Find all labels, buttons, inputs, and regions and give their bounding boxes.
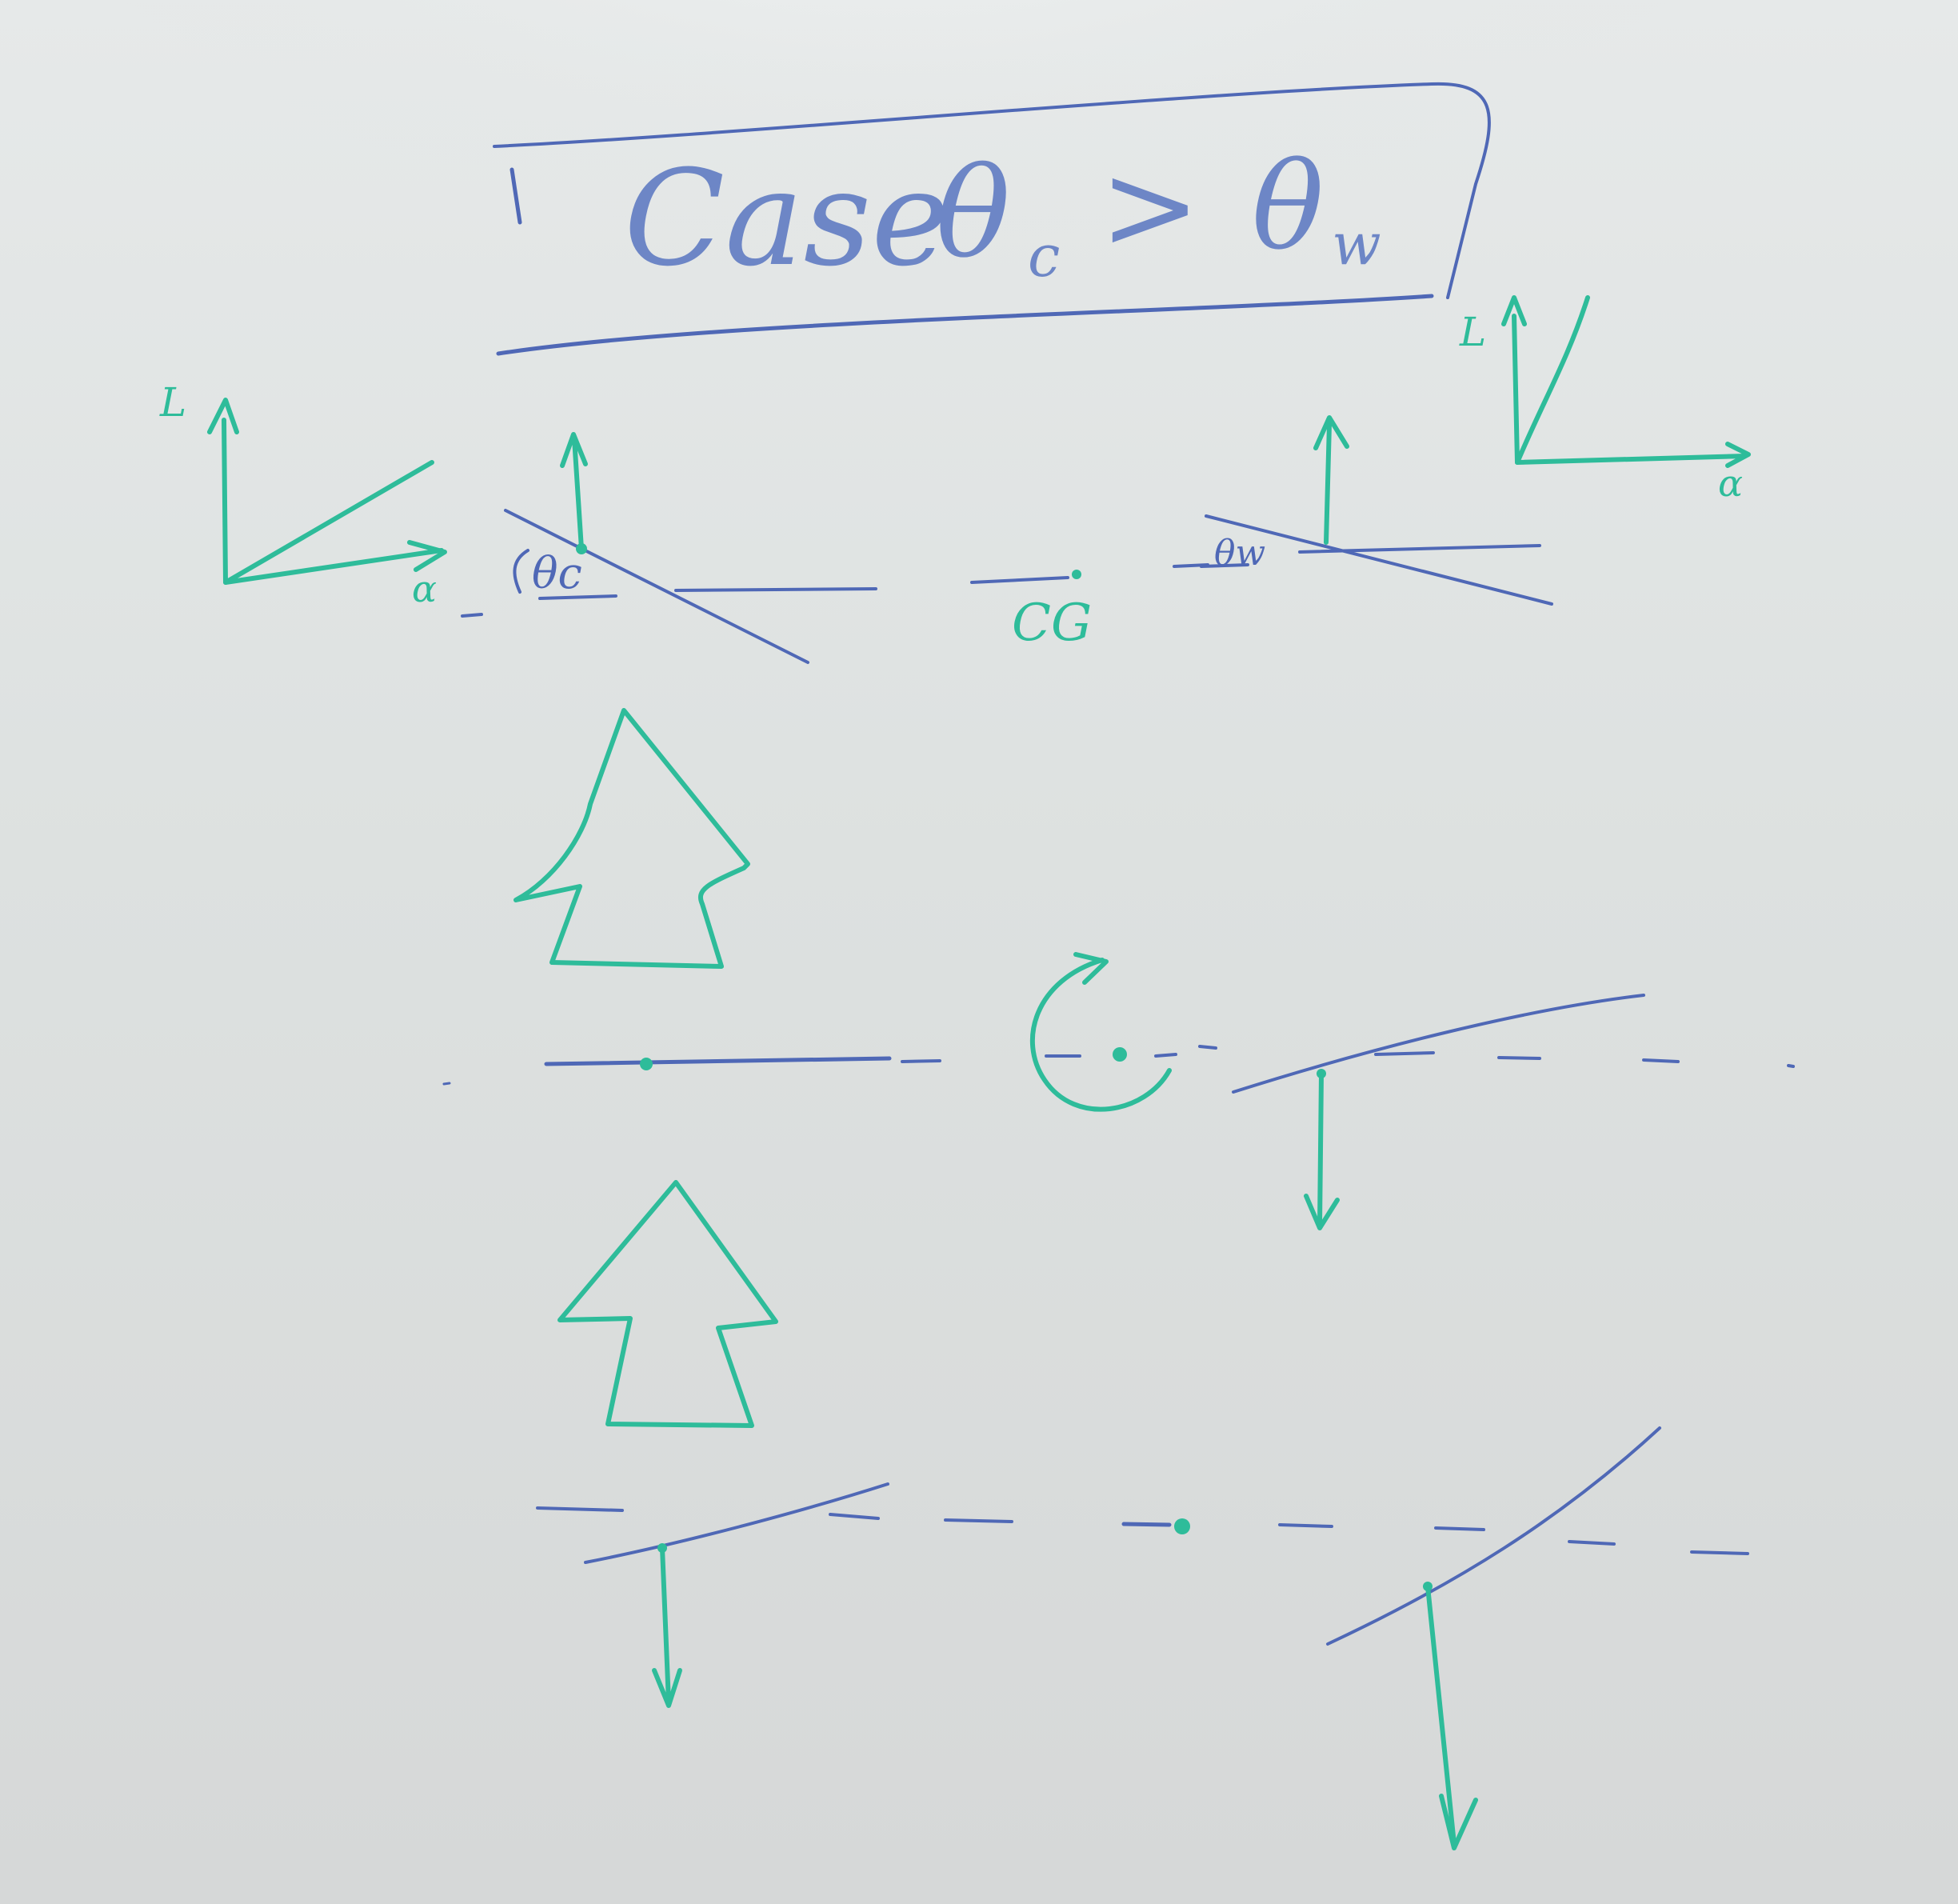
transition-arrow-2 — [557, 1180, 778, 1428]
left-lift-curve-graph: L α — [159, 379, 447, 610]
bottom-row-reference-line — [536, 1506, 1749, 1555]
cg-dot-bottom — [1174, 1518, 1190, 1534]
title-text: Case θ c > θ w — [624, 138, 1381, 295]
right-graph-y-label: L — [1459, 309, 1486, 355]
title-box — [493, 82, 1491, 356]
canard-angle-label: θc — [532, 548, 582, 598]
cg-dot-top — [1072, 570, 1081, 579]
wing-angle-label: θw — [1214, 533, 1265, 574]
pitch-rotation-indicator — [1029, 952, 1172, 1112]
cg-label: CG — [1012, 594, 1092, 653]
canard-middle-point — [640, 1058, 653, 1070]
title-case-word: Case — [624, 142, 949, 295]
center-of-gravity-top: CG — [1012, 570, 1092, 653]
canard-lift-point — [576, 543, 587, 554]
left-graph-x-label: α — [412, 567, 437, 610]
canard-bottom — [584, 1482, 889, 1708]
wing-top: θw — [1200, 415, 1553, 606]
title-sub-w: w — [1332, 210, 1381, 278]
wing-bottom — [1326, 1426, 1661, 1850]
wing-middle — [1232, 994, 1645, 1230]
canard-top: θc — [504, 432, 809, 664]
right-graph-x-label: α — [1718, 462, 1743, 505]
wing-bottom-lift-point — [1423, 1582, 1433, 1591]
cg-dot-middle — [1113, 1047, 1127, 1062]
light-glare — [96, 0, 1696, 592]
left-graph-y-label: L — [159, 379, 186, 426]
title-theta-c: θ — [936, 141, 1010, 286]
transition-arrow-1 — [513, 708, 750, 969]
title-theta-w: θ — [1252, 138, 1324, 277]
wing-middle-lift-point — [1317, 1069, 1326, 1078]
right-lift-curve-graph: L α — [1459, 295, 1751, 505]
title-sub-c: c — [1028, 222, 1060, 290]
middle-row-reference-line — [442, 1045, 1795, 1086]
canard-bottom-lift-point — [657, 1543, 667, 1553]
title-greater-than: > — [1100, 138, 1201, 277]
